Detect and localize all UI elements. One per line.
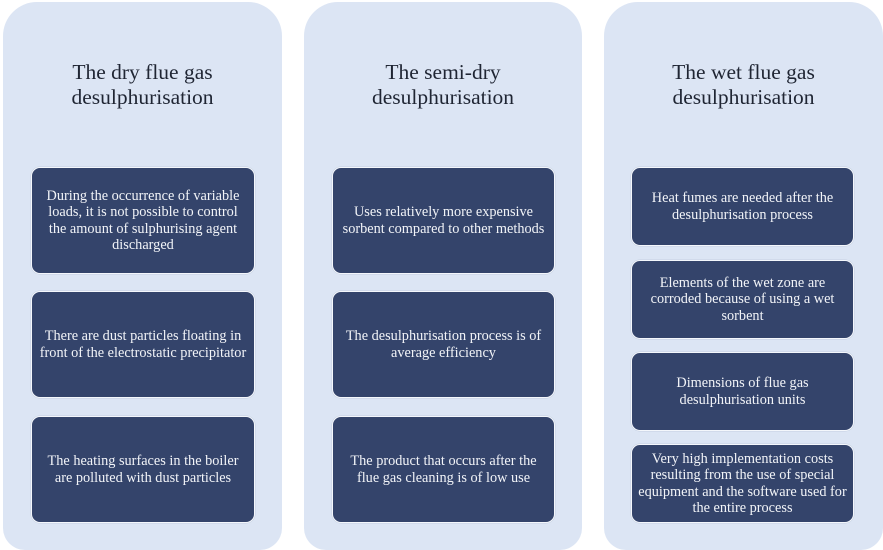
dry-item-3: The heating surfaces in the boiler are p… — [31, 416, 255, 523]
wet-item-2-text: Elements of the wet zone are corroded be… — [650, 274, 835, 324]
wet-item-1-text: Heat fumes are needed after the desulphu… — [651, 190, 834, 223]
panel-title-semi-dry: The semi-dry desulphurisation — [371, 60, 515, 109]
dry-item-2: There are dust particles floating in fro… — [31, 291, 255, 398]
wet-item-4-text: Very high implementation costs resulting… — [638, 450, 847, 517]
dry-item-1-text: During the occurrence of variable loads,… — [46, 187, 240, 254]
panel-title-wet: The wet flue gas desulphurisation — [672, 60, 815, 109]
semi-dry-item-1: Uses relatively more expensive sorbent c… — [332, 167, 555, 274]
dry-item-2-text: There are dust particles floating in fro… — [39, 328, 247, 361]
semi-dry-item-1-text: Uses relatively more expensive sorbent c… — [342, 204, 545, 237]
panel-title-dry: The dry flue gas desulphurisation — [71, 60, 214, 109]
wet-item-4: Very high implementation costs resulting… — [631, 444, 854, 523]
wet-item-3-text: Dimensions of flue gas desulphurisation … — [676, 375, 809, 408]
dry-item-1: During the occurrence of variable loads,… — [31, 167, 255, 274]
wet-item-2: Elements of the wet zone are corroded be… — [631, 260, 854, 339]
semi-dry-item-3: The product that occurs after the flue g… — [332, 416, 555, 523]
semi-dry-item-2-text: The desulphurisation process is of avera… — [345, 328, 542, 361]
semi-dry-item-2: The desulphurisation process is of avera… — [332, 291, 555, 398]
semi-dry-item-3-text: The product that occurs after the flue g… — [350, 453, 537, 486]
wet-item-3: Dimensions of flue gas desulphurisation … — [631, 352, 854, 431]
wet-item-1: Heat fumes are needed after the desulphu… — [631, 167, 854, 246]
dry-item-3-text: The heating surfaces in the boiler are p… — [47, 453, 239, 486]
